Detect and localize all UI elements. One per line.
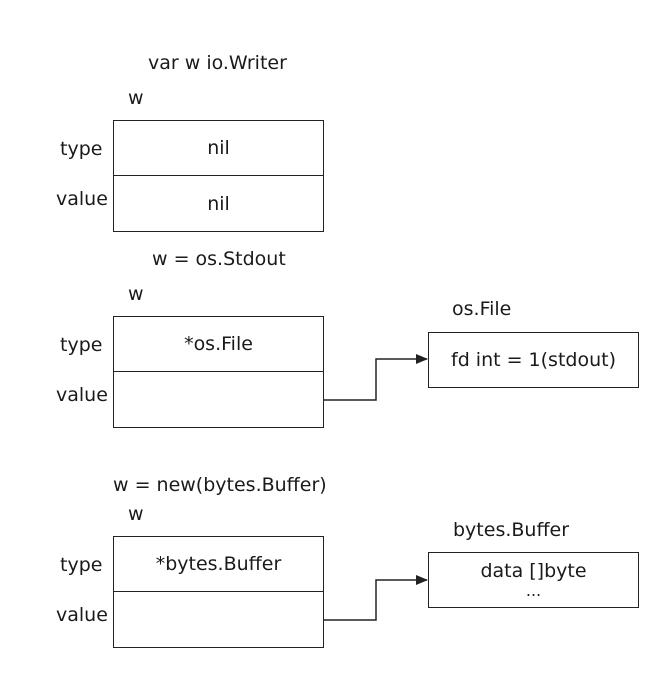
- type-cell: *bytes.Buffer: [114, 537, 323, 592]
- target-box-os-file: fd int = 1(stdout): [428, 332, 639, 388]
- type-row-label: type: [60, 554, 103, 576]
- pointer-arrow-bytes-buffer: [324, 575, 428, 621]
- value-row-label: value: [56, 604, 108, 626]
- variable-label-w: w: [128, 283, 144, 305]
- target-field-line: data []byte: [480, 560, 587, 582]
- target-field-line: fd int = 1(stdout): [451, 349, 616, 371]
- type-row-label: type: [60, 138, 103, 160]
- interface-box-os-file: *os.File: [113, 316, 324, 428]
- target-title-os-file: os.File: [452, 298, 512, 320]
- type-cell: nil: [114, 121, 323, 176]
- target-box-bytes-buffer: data []byte ...: [428, 552, 639, 608]
- caption-assign-stdout: w = os.Stdout: [152, 248, 286, 270]
- type-row-label: type: [60, 334, 103, 356]
- variable-label-w: w: [128, 503, 144, 525]
- interface-box-nil: nil nil: [113, 120, 324, 232]
- value-row-label: value: [56, 188, 108, 210]
- target-field-ellipsis: ...: [525, 581, 542, 600]
- type-cell: *os.File: [114, 317, 323, 372]
- pointer-arrow-os-file: [324, 354, 428, 401]
- caption-declaration: var w io.Writer: [148, 52, 287, 74]
- value-cell: nil: [207, 192, 230, 215]
- interface-box-bytes-buffer: *bytes.Buffer: [113, 536, 324, 648]
- target-title-bytes-buffer: bytes.Buffer: [453, 519, 570, 541]
- variable-label-w: w: [128, 87, 144, 109]
- value-row-label: value: [56, 384, 108, 406]
- caption-assign-buffer: w = new(bytes.Buffer): [113, 474, 327, 496]
